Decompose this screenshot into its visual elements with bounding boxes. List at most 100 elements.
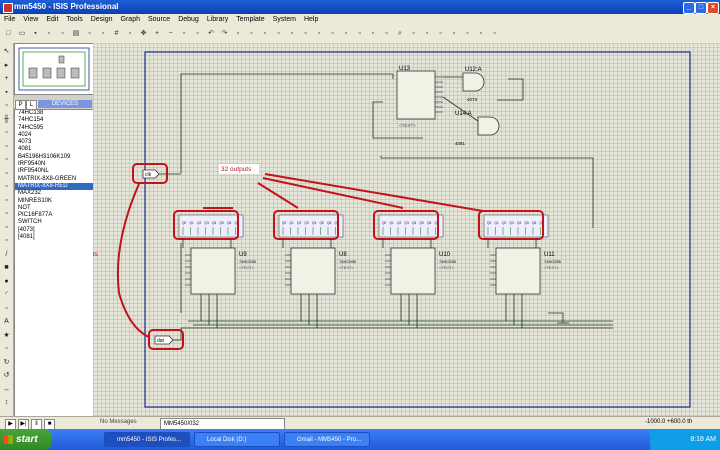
property-assign-icon[interactable]: ▫ xyxy=(412,30,415,37)
open-icon[interactable]: ▭ xyxy=(18,30,26,37)
bus-icon[interactable]: ╫ xyxy=(4,115,9,123)
package-icon[interactable]: ▫ xyxy=(358,30,361,37)
export-icon[interactable]: ▫ xyxy=(61,30,64,37)
device-list-item[interactable]: [4081] xyxy=(18,234,35,241)
device-list-item[interactable]: 4081 xyxy=(18,146,32,153)
decompose-icon[interactable]: ▫ xyxy=(371,30,375,37)
taskbar-gmail[interactable]: Gmail - MM5450 - Pro... xyxy=(284,432,370,447)
probe-v-icon[interactable]: ▫ xyxy=(5,210,8,217)
device-list-item[interactable]: 74HC154 xyxy=(18,117,44,124)
menu-graph[interactable]: Graph xyxy=(120,16,140,23)
undo-icon[interactable]: ↶ xyxy=(208,30,214,37)
text-script-icon[interactable]: ▫ xyxy=(5,102,8,109)
save-icon[interactable]: ▪ xyxy=(34,30,37,37)
maximize-button[interactable]: □ xyxy=(695,2,707,14)
taskbar-isis[interactable]: mm5450 - ISIS Profes... xyxy=(104,432,190,447)
menu-template[interactable]: Template xyxy=(236,16,265,23)
component-icon[interactable]: ▸ xyxy=(4,61,9,69)
cut-icon[interactable]: ▫ xyxy=(236,30,240,37)
device-list-item[interactable]: 4024 xyxy=(18,131,32,138)
arc-icon[interactable]: ◜ xyxy=(5,291,8,298)
symbol-icon[interactable]: ★ xyxy=(3,331,10,339)
path-icon[interactable]: ▫ xyxy=(5,304,8,312)
menu-library[interactable]: Library xyxy=(206,16,229,23)
messages-status[interactable]: No Messages xyxy=(100,419,137,425)
probe-i-icon[interactable]: ▫ xyxy=(5,223,8,231)
import-icon[interactable]: ▫ xyxy=(47,30,51,37)
wire-autoroute-icon[interactable]: ▫ xyxy=(385,30,388,37)
marker-icon[interactable]: ▫ xyxy=(5,345,8,352)
area-icon[interactable]: ▫ xyxy=(88,30,91,37)
delete-sheet-icon[interactable]: ▫ xyxy=(439,30,442,37)
goto-sheet-icon[interactable]: ▫ xyxy=(452,30,456,37)
refresh-icon[interactable]: ▫ xyxy=(101,30,105,37)
line-icon[interactable]: / xyxy=(5,250,8,258)
block-delete-icon[interactable]: ▫ xyxy=(317,30,321,37)
make-device-icon[interactable]: ▫ xyxy=(344,30,348,37)
device-list-item[interactable]: IRF9540N xyxy=(18,161,46,168)
grid-icon[interactable]: # xyxy=(114,30,119,37)
close-button[interactable]: × xyxy=(707,2,719,14)
device-list-item[interactable]: NOT xyxy=(18,204,31,211)
text-icon[interactable]: A xyxy=(4,318,9,325)
erc-icon[interactable]: ▫ xyxy=(479,30,483,37)
block-move-icon[interactable]: ▫ xyxy=(290,30,294,37)
graph-icon[interactable]: ▫ xyxy=(5,169,8,177)
paste-icon[interactable]: ▫ xyxy=(263,30,267,37)
menu-file[interactable]: File xyxy=(4,16,16,23)
block-copy-icon[interactable]: ▫ xyxy=(277,30,280,37)
origin-icon[interactable]: ▫ xyxy=(128,30,132,37)
device-list-item[interactable]: 74HC138 xyxy=(18,110,44,116)
copy-icon[interactable]: ▫ xyxy=(250,30,253,37)
device-list-item[interactable]: 4073 xyxy=(18,139,32,146)
menu-debug[interactable]: Debug xyxy=(178,16,199,23)
device-list-item[interactable]: [4073] xyxy=(18,226,35,233)
zoom-out-icon[interactable]: − xyxy=(168,30,173,37)
device-list-item[interactable]: 74HC595 xyxy=(18,124,44,131)
menu-edit[interactable]: Edit xyxy=(46,16,59,23)
bom-icon[interactable]: ▫ xyxy=(466,30,469,37)
pin-icon[interactable]: ▫ xyxy=(5,156,8,163)
rotate-ccw-icon[interactable]: ↺ xyxy=(3,372,10,379)
menu-help[interactable]: Help xyxy=(303,16,319,23)
pan-icon[interactable]: ✥ xyxy=(140,30,147,37)
instrument-icon[interactable]: ▫ xyxy=(5,237,8,244)
new-sheet-icon[interactable]: ▫ xyxy=(425,30,429,37)
tape-icon[interactable]: ▫ xyxy=(5,183,8,190)
menu-tools[interactable]: Tools xyxy=(66,16,83,23)
menu-system[interactable]: System xyxy=(272,16,296,23)
terminal-icon[interactable]: ▫ xyxy=(5,142,8,150)
netlist-icon[interactable]: ▫ xyxy=(493,30,496,37)
mirror-x-icon[interactable]: ↔ xyxy=(3,385,10,393)
wire-label-icon[interactable]: ▪ xyxy=(5,88,8,96)
device-list-item[interactable]: SWITCH xyxy=(18,219,42,226)
new-icon[interactable]: □ xyxy=(6,30,11,37)
menu-design[interactable]: Design xyxy=(90,16,113,23)
taskbar-local-disk[interactable]: Local Disk (D:) xyxy=(194,432,280,447)
rotate-cw-icon[interactable]: ↻ xyxy=(3,358,10,366)
mirror-y-icon[interactable]: ↕ xyxy=(4,399,9,406)
menu-source[interactable]: Source xyxy=(148,16,171,23)
search-icon[interactable]: ⌕ xyxy=(398,30,402,37)
device-list-item[interactable]: MINRES10K xyxy=(18,197,53,204)
zoom-all-icon[interactable]: ▫ xyxy=(182,30,186,37)
block-rotate-icon[interactable]: ▫ xyxy=(304,30,307,37)
zoom-area-icon[interactable]: ▫ xyxy=(196,30,199,37)
box-icon[interactable]: ■ xyxy=(4,264,9,271)
device-list-item[interactable]: MAX232 xyxy=(18,190,42,197)
print-icon[interactable]: ▤ xyxy=(72,30,80,37)
device-list-item[interactable]: IRF9540NL xyxy=(18,168,49,175)
select-icon[interactable]: ↖ xyxy=(3,48,10,55)
junction-icon[interactable]: + xyxy=(4,75,9,82)
minimize-button[interactable]: _ xyxy=(683,2,695,14)
start-button[interactable]: start xyxy=(0,429,52,450)
device-list-item[interactable]: MATRIX-8X8-GREEN xyxy=(18,175,77,182)
zoom-in-icon[interactable]: + xyxy=(154,30,160,37)
device-list-item[interactable]: MATRIX-8X8-RED xyxy=(15,182,93,191)
subcircuit-icon[interactable]: ▫ xyxy=(5,129,8,136)
pick-icon[interactable]: ▫ xyxy=(331,30,334,37)
circle-icon[interactable]: ● xyxy=(4,277,9,285)
